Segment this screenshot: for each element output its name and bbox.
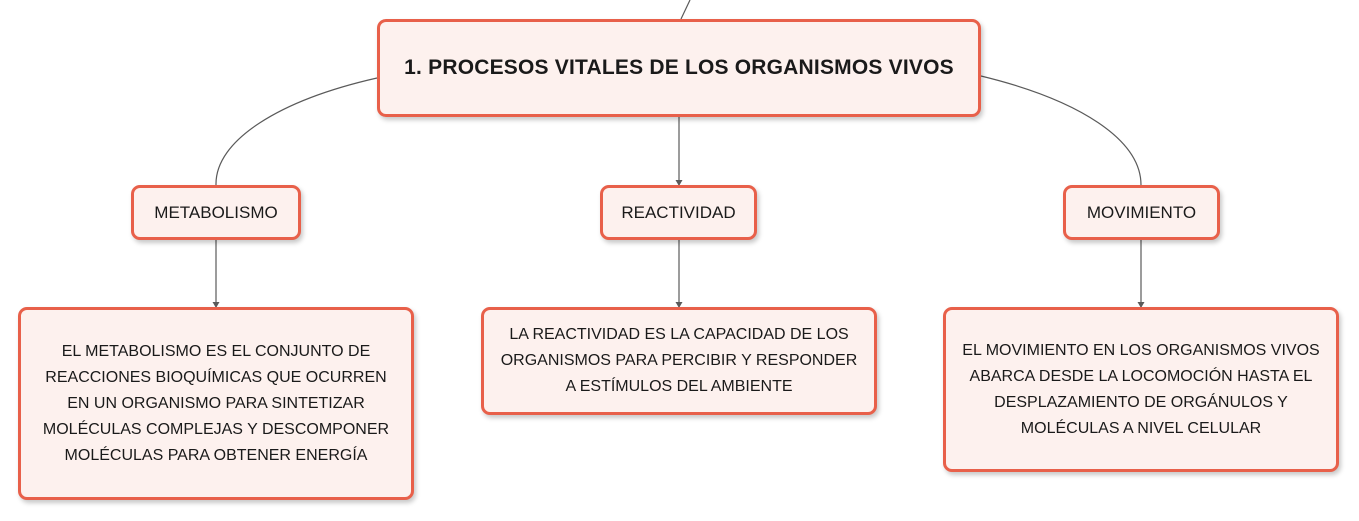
detail-line: EL MOVIMIENTO EN LOS ORGANISMOS VIVOS — [962, 341, 1320, 359]
topic-node-metabolismo[interactable]: METABOLISMO — [131, 185, 301, 240]
root-node[interactable]: 1. PROCESOS VITALES DE LOS ORGANISMOS VI… — [377, 19, 981, 117]
detail-line: LA REACTIVIDAD ES LA CAPACIDAD DE LOS — [509, 326, 849, 343]
detail-node-reactividad[interactable]: LA REACTIVIDAD ES LA CAPACIDAD DE LOS OR… — [481, 307, 877, 415]
topic-label: REACTIVIDAD — [621, 202, 736, 222]
arrowhead-metabolismo-detail — [212, 302, 220, 308]
arrowhead-reactividad — [675, 180, 683, 186]
detail-node-movimiento[interactable]: EL MOVIMIENTO EN LOS ORGANISMOS VIVOS AB… — [943, 307, 1339, 472]
detail-line: EL METABOLISMO ES EL CONJUNTO DE — [61, 342, 371, 360]
detail-line: ABARCA DESDE LA LOCOMOCIÓN HASTA EL — [969, 367, 1313, 385]
arrowhead-movimiento-detail — [1137, 302, 1145, 308]
topic-label: MOVIMIENTO — [1086, 202, 1197, 222]
detail-line: ORGANISMOS PARA PERCIBIR Y RESPONDER — [500, 352, 858, 369]
connector-root-to-movimiento — [980, 75, 1142, 186]
connector-parent-to-root — [680, 0, 691, 20]
topic-node-movimiento[interactable]: MOVIMIENTO — [1063, 185, 1220, 240]
detail-line: MOLÉCULAS PARA OBTENER ENERGÍA — [64, 446, 368, 464]
detail-line: DESPLAZAMIENTO DE ORGÁNULOS Y — [994, 393, 1288, 411]
detail-line: REACCIONES BIOQUÍMICAS QUE OCURREN — [45, 368, 387, 386]
topic-label: METABOLISMO — [154, 202, 278, 222]
arrowhead-reactividad-detail — [675, 302, 683, 308]
detail-line: MOLÉCULAS A NIVEL CELULAR — [1020, 419, 1262, 437]
root-title: 1. PROCESOS VITALES DE LOS ORGANISMOS VI… — [404, 56, 954, 79]
detail-line: MOLÉCULAS COMPLEJAS Y DESCOMPONER — [42, 420, 390, 438]
detail-line: EN UN ORGANISMO PARA SINTETIZAR — [67, 394, 365, 412]
connector-root-to-metabolismo — [215, 77, 378, 186]
topic-node-reactividad[interactable]: REACTIVIDAD — [600, 185, 757, 240]
detail-node-metabolismo[interactable]: EL METABOLISMO ES EL CONJUNTO DE REACCIO… — [18, 307, 414, 500]
detail-line: A ESTÍMULOS DEL AMBIENTE — [565, 378, 793, 395]
